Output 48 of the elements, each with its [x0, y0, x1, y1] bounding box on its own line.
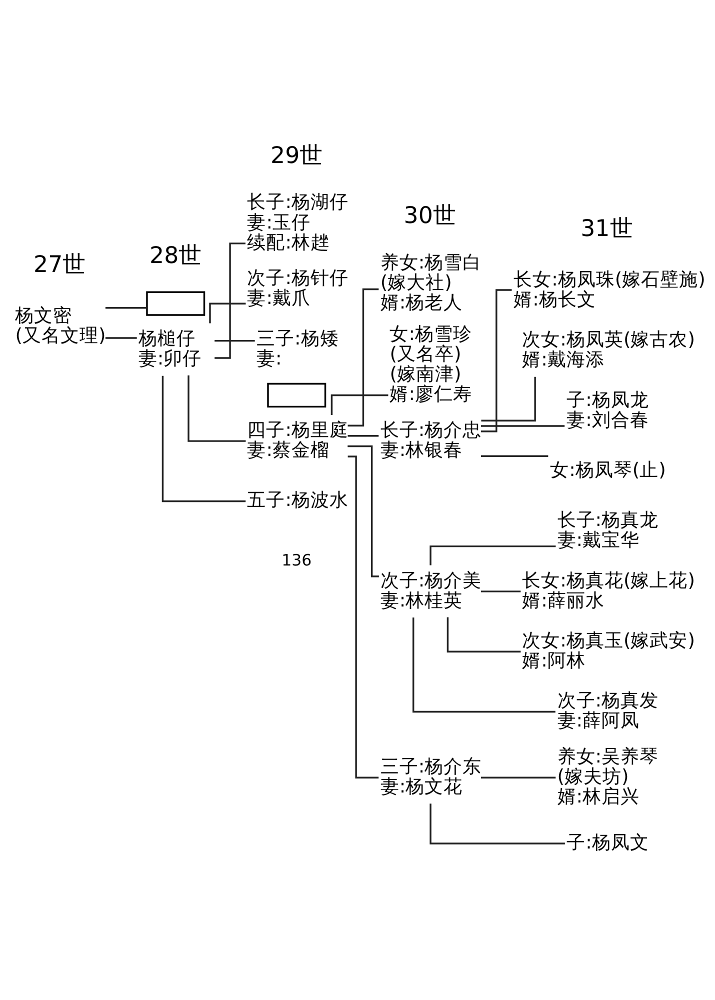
label: 28世	[150, 242, 202, 269]
node-text: 次女:杨真玉(嫁武安) 婿:阿林	[522, 630, 695, 671]
node-text: 长子:杨介忠 妻:林银春	[380, 419, 482, 460]
connector	[348, 455, 379, 778]
node-text: 次子:杨真发 妻:薛阿凤	[557, 690, 659, 732]
node-box	[146, 290, 206, 316]
node-box	[267, 382, 326, 408]
label: 136	[282, 550, 312, 569]
connector	[214, 339, 255, 342]
connector	[188, 374, 246, 442]
node-text: 杨文密 (又名文理)	[15, 304, 106, 346]
label: 30世	[404, 202, 456, 229]
connector	[162, 375, 246, 502]
label: 31世	[580, 215, 633, 242]
connector	[480, 424, 565, 426]
node-text: 次子:杨介美 妻:林桂英	[380, 570, 482, 611]
node-text: 长子:杨真龙 妻:戴宝华	[557, 510, 659, 551]
node-text: 子:杨凤文	[566, 832, 649, 853]
node-text: 长子:杨湖仔 妻:玉仔 续配:林趖	[247, 192, 349, 253]
connector	[480, 776, 556, 778]
connector	[209, 302, 246, 323]
connector	[446, 616, 521, 652]
node-text: 长女:杨凤珠(嫁石壁施) 婿:杨长文	[514, 269, 706, 310]
node-text: 次女:杨凤英(嫁古农) 婿:戴海添	[522, 329, 695, 370]
node-text: 女:杨凤琴(止)	[550, 460, 666, 481]
connector	[105, 336, 137, 338]
connector	[480, 590, 521, 592]
connector	[430, 803, 565, 844]
node-text: 子:杨凤龙 妻:刘合春	[566, 389, 649, 430]
connector	[480, 454, 548, 456]
node-text: 养女:吴养琴 (嫁夫坊) 婿:林启兴	[557, 746, 659, 808]
node-text: 三子:杨介东 妻:杨文花	[380, 756, 482, 798]
connector	[412, 617, 556, 712]
node-text: 杨槌仔 妻:卯仔	[138, 328, 202, 369]
node-text: 长女:杨真花(嫁上花) 婿:薛丽水	[522, 570, 695, 611]
connector	[481, 376, 536, 422]
connector	[348, 434, 379, 436]
connector	[430, 544, 556, 565]
connector	[330, 394, 388, 414]
connector	[105, 306, 147, 308]
node-text: 五子:杨波水	[247, 490, 349, 511]
node-text: 次子:杨针仔 妻:戴爪	[247, 268, 349, 309]
node-text: 女:杨雪珍 (又名卒) (嫁南津) 婿:廖仁寿	[390, 323, 472, 405]
label: 27世	[34, 251, 86, 278]
node-text: 四子:杨里庭 妻:蔡金榴	[247, 419, 349, 460]
label: 29世	[270, 142, 323, 168]
node-text: 三子:杨矮 妻:	[256, 328, 339, 369]
node-text: 养女:杨雪白 (嫁大社) 婿:杨老人	[380, 252, 482, 313]
